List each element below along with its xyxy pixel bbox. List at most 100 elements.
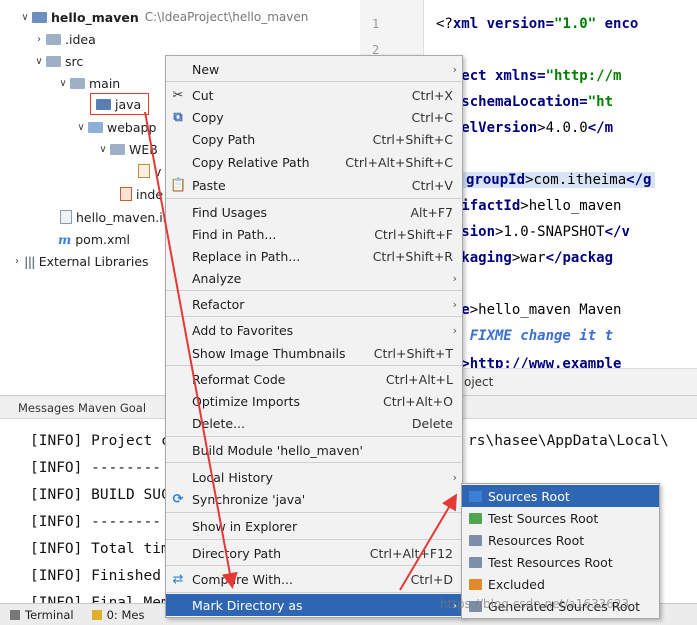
submenu-item-test-resources-root[interactable]: Test Resources Root — [462, 551, 659, 573]
generated-sources-folder-icon — [469, 600, 482, 612]
tree-root-label: hello_maven — [51, 9, 139, 25]
tree-item-label: java — [115, 96, 142, 112]
menu-item-synchronize[interactable]: ⟳Synchronize 'java' — [166, 488, 462, 510]
console-line: [INFO] Finished — [30, 568, 161, 584]
tree-item-webapp[interactable]: ∨ webapp — [74, 116, 156, 138]
console-line: [INFO] -------- — [30, 514, 161, 530]
tree-root-path: C:\IdeaProject\hello_maven — [144, 10, 309, 24]
menu-separator — [166, 81, 462, 82]
submenu-item-resources-root[interactable]: Resources Root — [462, 529, 659, 551]
tree-item-pom[interactable]: m pom.xml — [58, 228, 130, 250]
submenu-item-test-sources-root[interactable]: Test Sources Root — [462, 507, 659, 529]
menu-item-local-history[interactable]: Local History› — [192, 469, 457, 485]
watermark: https://blog.csdn.net/a1633623 — [440, 597, 630, 611]
console-line: [INFO] Project c — [30, 433, 170, 449]
chevron-down-icon[interactable]: ∨ — [99, 143, 107, 155]
code-line: groupId>com.itheima</g — [462, 172, 656, 188]
menu-item-new[interactable]: New› — [192, 61, 457, 77]
copy-icon: ⧉ — [173, 109, 183, 125]
code-editor[interactable]: <?xml version="1.0" enco roject xmlns="h… — [424, 0, 697, 368]
tree-item-idea[interactable]: › .idea — [32, 28, 96, 50]
chevron-right-icon[interactable]: › — [37, 33, 41, 45]
tab-messages[interactable]: 0: Mes — [82, 604, 153, 625]
tab-terminal[interactable]: Terminal — [0, 604, 82, 625]
menu-separator — [166, 290, 462, 291]
code-line: version>1.0-SNAPSHOT</v — [436, 224, 630, 240]
resources-folder-icon — [469, 534, 482, 546]
tree-item-label: main — [89, 75, 121, 91]
code-line: roject xmlns="http://m — [436, 68, 622, 84]
folder-icon — [46, 55, 61, 67]
submenu-item-sources-root[interactable]: Sources Root — [462, 485, 659, 507]
menu-separator — [166, 436, 462, 437]
menu-item-show-in-explorer[interactable]: Show in Explorer — [192, 518, 298, 534]
menu-separator — [166, 592, 462, 593]
submenu-item-excluded[interactable]: Excluded — [462, 573, 659, 595]
tree-item-label: src — [65, 53, 84, 69]
paste-icon: 📋 — [170, 177, 187, 193]
sync-icon: ⟳ — [172, 491, 184, 507]
code-line: artifactId>hello_maven — [436, 198, 622, 214]
menu-separator — [166, 512, 462, 513]
code-line: <?xml version="1.0" enco — [436, 16, 639, 32]
tree-item-label: WEB — [129, 141, 158, 157]
chevron-down-icon[interactable]: ∨ — [77, 121, 85, 133]
chevron-down-icon[interactable]: ∨ — [35, 55, 43, 67]
tree-item-web-inf[interactable]: ∨ WEB — [96, 138, 158, 160]
selection-highlight — [90, 93, 149, 115]
code-line: !-- FIXME change it t — [436, 328, 614, 344]
submenu-item-generated-sources-root[interactable]: Generated Sources Root — [462, 595, 659, 617]
menu-item-add-to-favorites[interactable]: Add to Favorites› — [192, 322, 457, 338]
tree-item-external-libraries[interactable]: › ||| External Libraries — [10, 250, 149, 272]
compare-icon: ⇄ — [172, 571, 184, 587]
menu-item-build-module[interactable]: Build Module 'hello_maven' — [192, 442, 363, 458]
tree-root[interactable]: ∨ hello_maven C:\IdeaProject\hello_maven — [18, 6, 308, 28]
tree-item-java[interactable]: java — [96, 93, 141, 115]
menu-item-mark-directory-as[interactable]: Mark Directory as› — [166, 594, 462, 616]
menu-item-refactor[interactable]: Refactor› — [192, 296, 457, 312]
console-line: [INFO] Final Mem — [30, 595, 170, 604]
tree-item-src[interactable]: ∨ src — [32, 50, 83, 72]
submenu-arrow-icon: › — [452, 323, 457, 337]
menu-separator — [166, 198, 462, 199]
chevron-down-icon[interactable]: ∨ — [59, 77, 67, 89]
menu-separator — [166, 565, 462, 566]
menu-item-delete[interactable]: Delete...Delete — [192, 415, 453, 431]
folder-icon — [110, 143, 125, 155]
tree-item-index-jsp[interactable]: inde — [120, 183, 163, 205]
submenu-arrow-icon: › — [452, 62, 457, 76]
breadcrumb[interactable]: oject — [424, 368, 697, 395]
console-line: [INFO] -------- — [30, 460, 161, 476]
menu-separator — [166, 316, 462, 317]
menu-item-analyze[interactable]: Analyze› — [192, 270, 457, 286]
xml-file-icon — [138, 164, 150, 178]
tab-label: 0: Mes — [106, 607, 145, 622]
menu-item-find-in-path[interactable]: Find in Path...Ctrl+Shift+F — [192, 226, 453, 242]
menu-item-compare-with[interactable]: ⇄Compare With...Ctrl+D — [166, 568, 462, 590]
tree-item-label: .idea — [65, 31, 96, 47]
menu-item-replace-in-path[interactable]: Replace in Path...Ctrl+Shift+R — [192, 248, 453, 264]
tree-item-label: v — [154, 163, 162, 179]
chevron-right-icon[interactable]: › — [15, 255, 19, 267]
module-folder-icon — [32, 11, 47, 23]
folder-icon — [70, 77, 85, 89]
test-resources-folder-icon — [469, 556, 482, 568]
tree-item-main[interactable]: ∨ main — [56, 72, 120, 94]
console-line: [INFO] Total tim — [30, 541, 170, 557]
tree-item-web-xml[interactable]: v — [138, 160, 161, 182]
line-number: 1 — [372, 17, 380, 31]
chevron-down-icon[interactable]: ∨ — [21, 11, 29, 23]
mark-directory-submenu: Sources Root Test Sources Root Resources… — [461, 483, 660, 619]
test-sources-folder-icon — [469, 512, 482, 524]
tree-item-iml[interactable]: hello_maven.in — [60, 206, 171, 228]
